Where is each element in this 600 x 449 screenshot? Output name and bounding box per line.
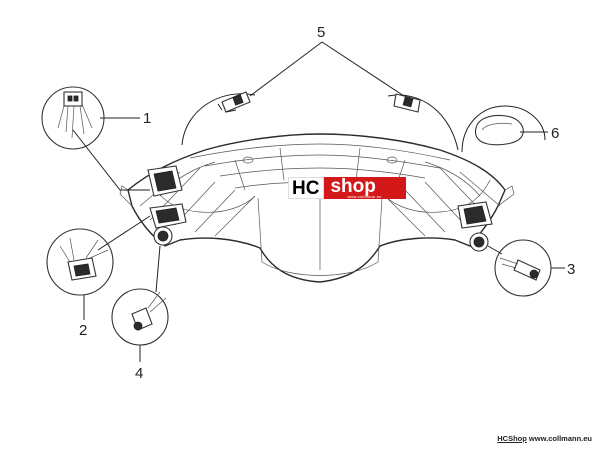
callout-3: 3 [567, 261, 575, 278]
detail-part-3 [487, 239, 552, 297]
callout-6: 6 [551, 125, 559, 142]
left-round-socket [153, 226, 173, 246]
hcshop-logo: HC shop www.collmann.eu [288, 177, 406, 199]
footer-credit: HCShop www.collmann.eu [497, 434, 592, 443]
footer-brand[interactable]: HCShop [497, 434, 527, 443]
detail-part-2 [46, 215, 151, 296]
detail-part-5-right [387, 93, 459, 151]
left-lower-switch [149, 203, 187, 229]
left-upper-switch [147, 165, 183, 197]
detail-part-4 [111, 245, 169, 346]
logo-shop-text: shop [330, 176, 376, 197]
callout-4: 4 [135, 365, 143, 382]
detail-part-5-left [181, 91, 256, 146]
callout-2: 2 [79, 322, 87, 339]
leader-5a [249, 41, 323, 97]
right-switch [457, 201, 493, 229]
leader-5b [321, 41, 405, 97]
callout-1: 1 [143, 110, 151, 127]
detail-part-1 [41, 86, 150, 191]
callout-5: 5 [317, 24, 325, 41]
detail-part-6 [461, 105, 546, 153]
footer-url[interactable]: www.collmann.eu [528, 434, 592, 443]
right-round-socket [469, 232, 489, 252]
logo-shop: shop www.collmann.eu [324, 177, 406, 199]
logo-hc: HC [288, 177, 325, 199]
logo-tagline: www.collmann.eu [347, 194, 382, 199]
handlebar-cover [119, 133, 515, 283]
